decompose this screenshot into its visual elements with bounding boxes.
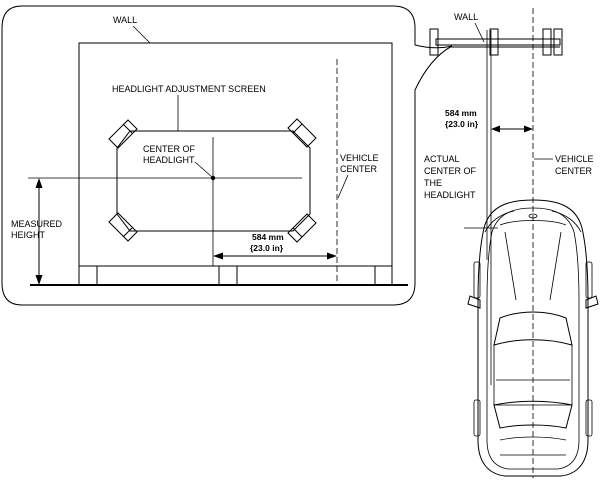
- wall-label-top: WALL: [454, 12, 478, 22]
- actual-center-label-4: HEADLIGHT: [424, 190, 476, 200]
- screen-top-view-wheel: [429, 28, 439, 56]
- measured-height-label-2: HEIGHT: [11, 230, 46, 240]
- arrowhead-down: [35, 275, 43, 285]
- screen-clip: [287, 213, 317, 243]
- arrowhead-up: [35, 178, 43, 188]
- dimension-mm-top: 584 mm: [445, 108, 477, 118]
- screen-label: HEADLIGHT ADJUSTMENT SCREEN: [112, 84, 266, 94]
- wall-leader-main: [132, 25, 151, 44]
- vehicle-center-label-side-2: CENTER: [555, 166, 593, 176]
- arrowhead-left: [491, 125, 500, 133]
- center-of-headlight-label-2: HEADLIGHT: [143, 155, 195, 165]
- dimension-in-main: {23.0 in}: [250, 243, 284, 253]
- screen-top-view-wheel: [553, 28, 563, 56]
- wall-label-main: WALL: [113, 15, 137, 25]
- center-of-headlight-label-1: CENTER OF: [143, 144, 196, 154]
- arrowhead-left: [213, 252, 223, 260]
- arrowhead-right: [327, 252, 337, 260]
- inset-panel: [1, 5, 453, 306]
- arrowhead-right: [524, 125, 533, 133]
- actual-center-label-3: THE: [424, 178, 442, 188]
- vehicle-center-label-main-2: CENTER: [340, 164, 378, 174]
- dimension-in-top: {23.0 in}: [445, 119, 479, 129]
- vehicle-center-label-side-1: VEHICLE: [555, 154, 594, 164]
- screen-top-view-wheel: [542, 28, 552, 56]
- vehicle-center-label-main-1: VEHICLE: [340, 153, 379, 163]
- screen-clip: [108, 212, 138, 242]
- actual-center-label-2: CENTER OF: [424, 166, 477, 176]
- car-top-view: [467, 199, 599, 477]
- dimension-mm-main: 584 mm: [252, 232, 284, 242]
- actual-center-label-1: ACTUAL: [424, 154, 460, 164]
- measured-height-label-1: MEASURED: [11, 219, 63, 229]
- vehicle-center-leader-main: [337, 174, 349, 199]
- screen-clip: [287, 118, 317, 148]
- screen-clip: [108, 119, 138, 149]
- adjustment-screen: [116, 130, 311, 232]
- center-of-headlight-leader: [194, 161, 213, 178]
- screen-top-view-wheel: [489, 28, 499, 56]
